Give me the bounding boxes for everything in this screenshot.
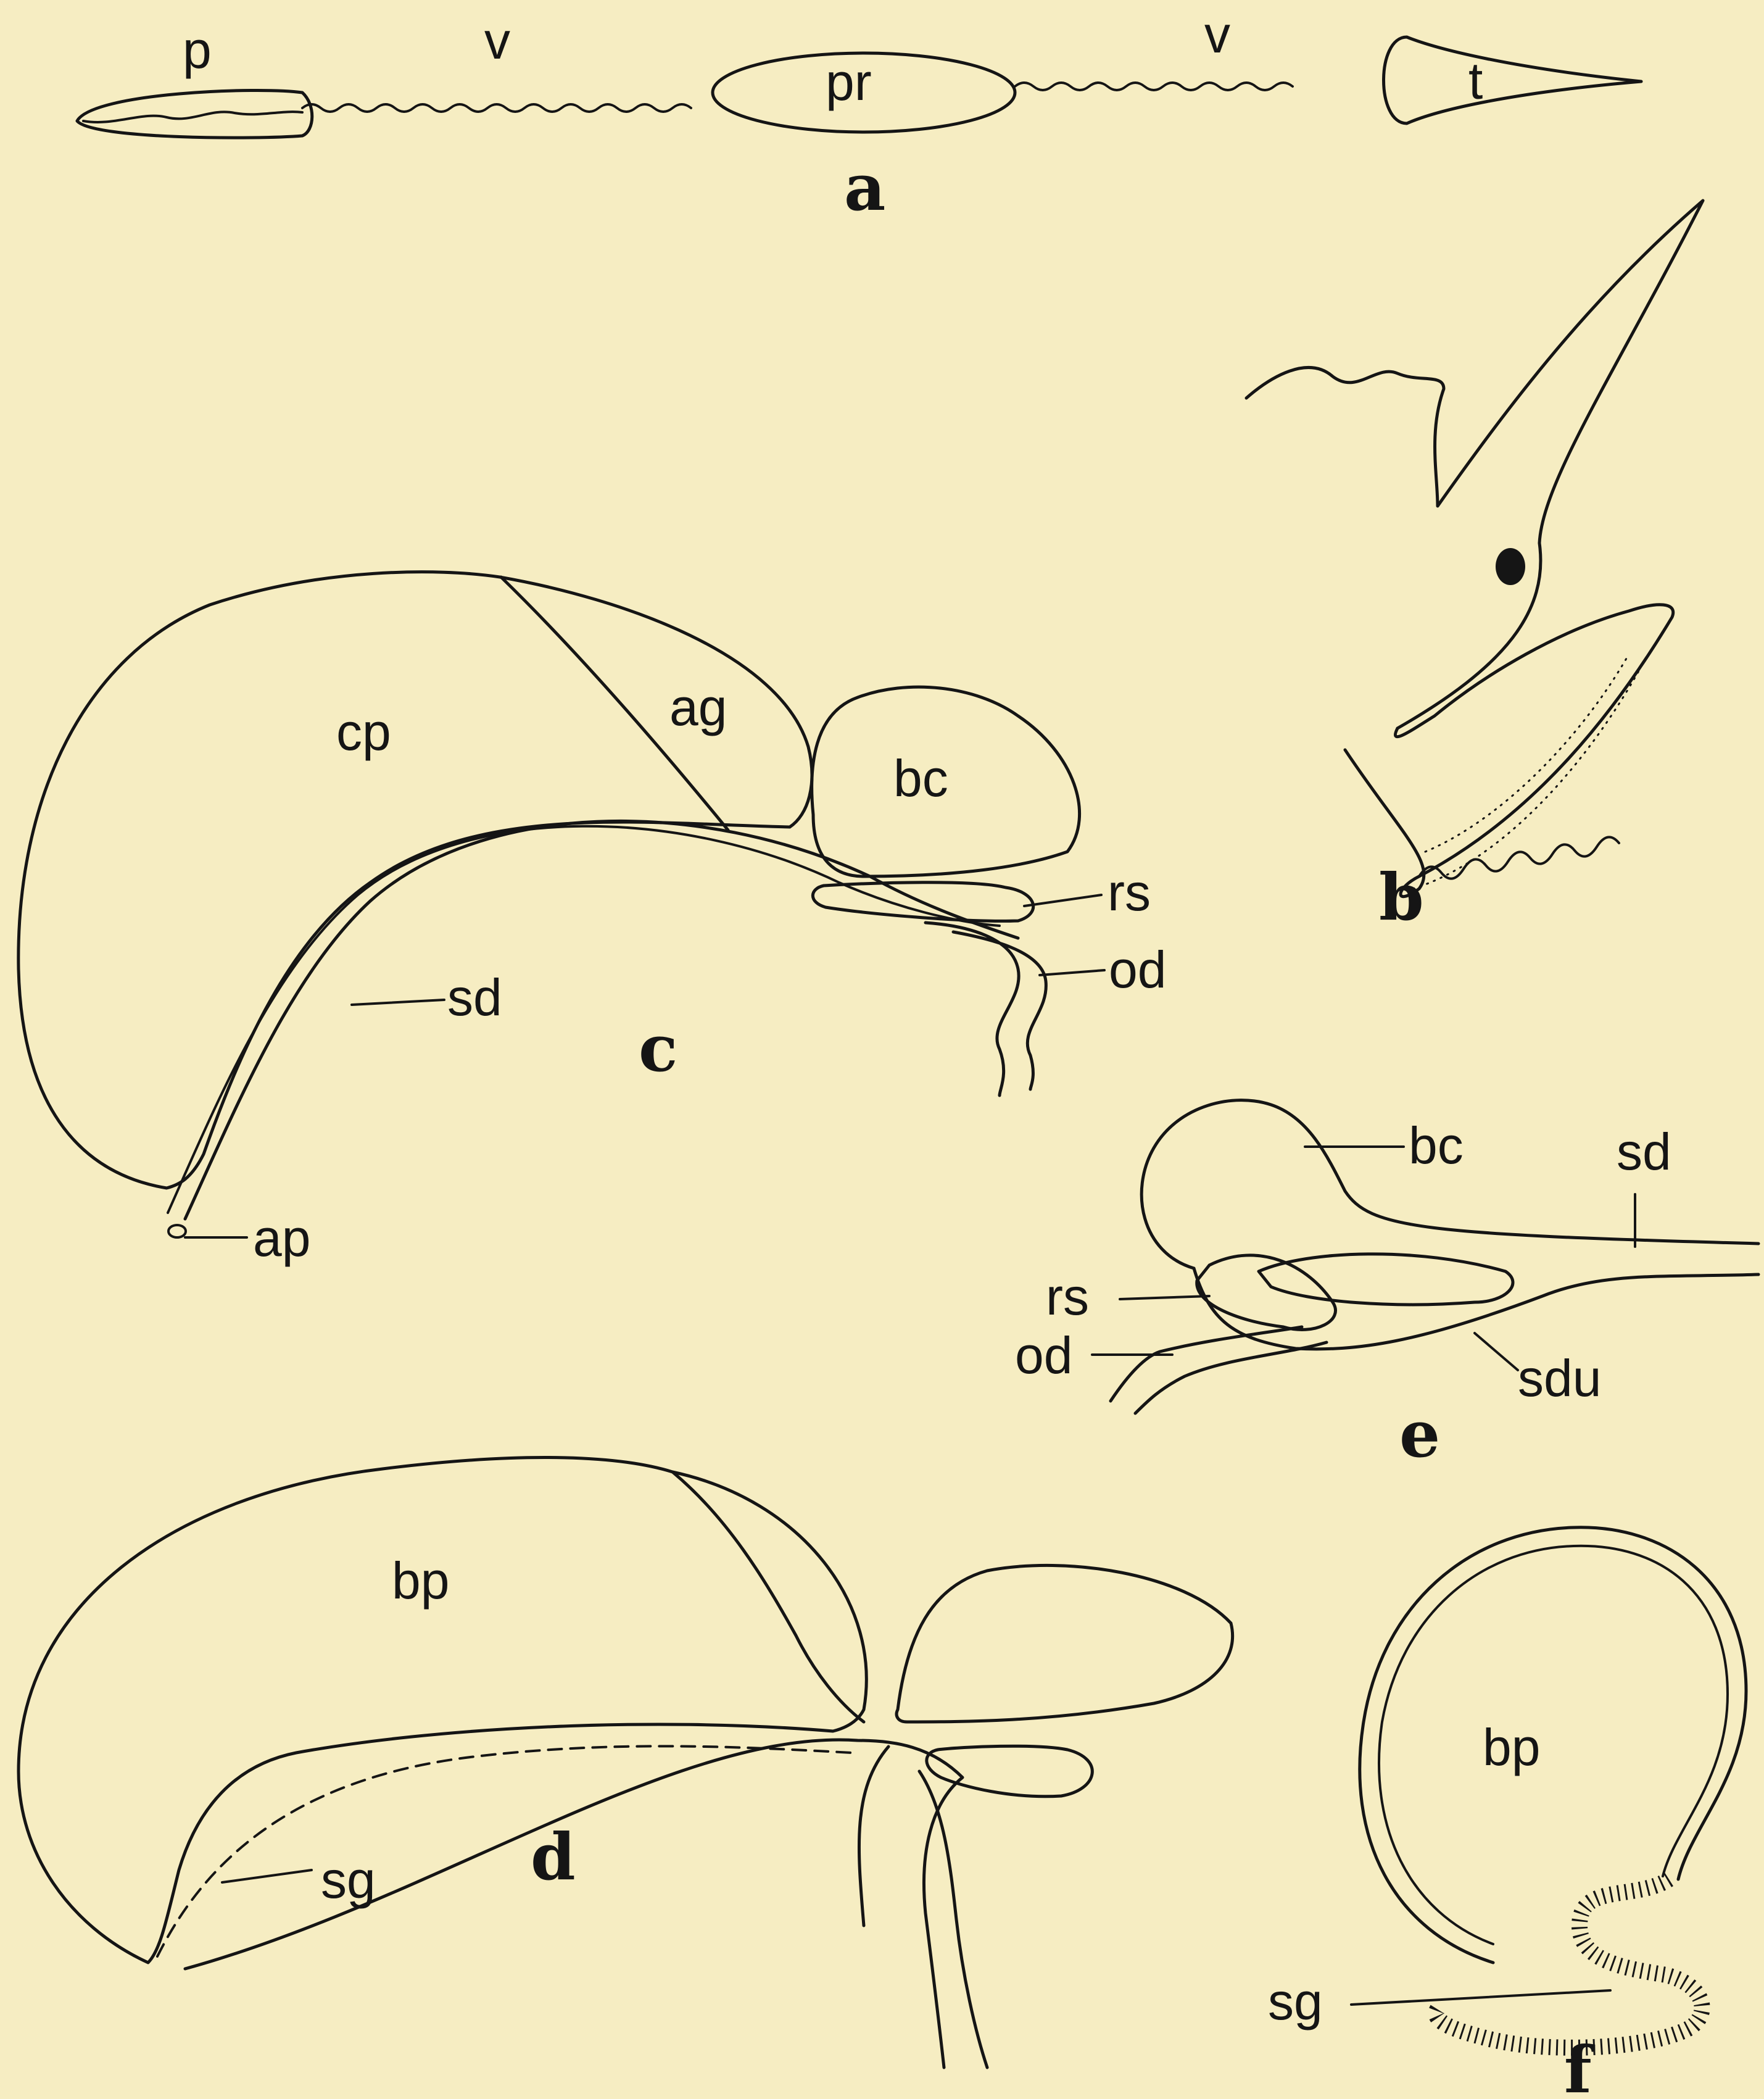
panel-letter-f: f	[1564, 2032, 1596, 2099]
head-lower-outline	[1345, 605, 1673, 897]
leader-rs-e	[1120, 1296, 1209, 1299]
atrial-pore	[168, 1225, 186, 1237]
panel-d: bp sg d	[19, 1457, 1233, 2068]
label-rs-c: rs	[1108, 863, 1151, 921]
label-pr: pr	[826, 53, 872, 111]
sperm-groove-hatched	[1436, 1879, 1702, 2048]
label-sdu: sdu	[1518, 1349, 1601, 1407]
label-sg-d: sg	[321, 1851, 376, 1909]
label-od-c: od	[1109, 941, 1166, 999]
bursa-wall-outer	[1360, 1527, 1746, 1963]
leader-rs-c	[1024, 895, 1101, 906]
panel-letter-b: b	[1379, 859, 1424, 935]
label-od-e: od	[1015, 1326, 1072, 1384]
label-sd-e: sd	[1617, 1123, 1671, 1181]
panel-letter-a: a	[844, 149, 885, 225]
panel-letter-e: e	[1399, 1396, 1440, 1472]
ducts-d	[185, 1740, 987, 2068]
label-t: t	[1468, 52, 1483, 110]
capsule-gland-outline	[19, 572, 812, 1188]
oviduct	[925, 923, 1046, 1095]
vas-deferens-left	[302, 104, 691, 112]
label-bc-c: bc	[893, 749, 948, 807]
sperm-duct-e	[1194, 1268, 1758, 1349]
label-cp: cp	[336, 703, 391, 761]
leader-sg-d	[222, 1870, 312, 1882]
penis-outline	[77, 90, 312, 138]
panel-e: bc sd rs od sdu e	[1015, 1100, 1758, 1472]
bursa-wall-inner	[1379, 1546, 1728, 1944]
label-bp-f: bp	[1483, 1718, 1540, 1776]
label-sd-c: sd	[447, 968, 502, 1026]
panel-letter-d: d	[531, 1819, 576, 1895]
oviduct-e	[1111, 1327, 1327, 1413]
leader-od-c	[1040, 970, 1104, 975]
leader-sdu	[1475, 1333, 1518, 1370]
label-sg-f: sg	[1268, 1972, 1323, 2030]
sperm-duct-outer	[185, 821, 1018, 1219]
sperm-groove-dashed	[157, 1746, 851, 1956]
panel-c: cp ag bc rs od sd ap c	[19, 572, 1167, 1267]
panel-b: b	[1246, 201, 1703, 935]
eye-spot	[1496, 548, 1525, 585]
label-bc-e: bc	[1409, 1116, 1464, 1174]
vas-deferens-right	[1015, 83, 1293, 90]
panel-f: bp sg f	[1268, 1527, 1746, 2099]
bursa-prostate-outline	[19, 1457, 866, 1963]
albumen-divider-d	[673, 1472, 864, 1722]
label-ap: ap	[253, 1209, 310, 1267]
leader-sg-f	[1351, 1990, 1610, 2005]
bursa-d	[896, 1565, 1233, 1722]
label-v-left: v	[484, 12, 510, 70]
label-p: p	[183, 21, 212, 79]
testis-outline	[1384, 37, 1642, 123]
receptaculum-e	[1259, 1254, 1513, 1305]
penis-internal-duct	[83, 112, 302, 122]
rs-pouch-e	[1197, 1255, 1336, 1330]
leader-sd-c	[352, 1000, 444, 1005]
label-rs-e: rs	[1046, 1268, 1089, 1326]
label-ag: ag	[669, 678, 727, 736]
panel-a: p v pr v t a	[77, 6, 1641, 225]
head-upper-outline	[1246, 201, 1703, 728]
panel-letter-c: c	[639, 1010, 677, 1086]
label-v-right: v	[1204, 6, 1230, 64]
label-bp-d: bp	[392, 1552, 449, 1610]
